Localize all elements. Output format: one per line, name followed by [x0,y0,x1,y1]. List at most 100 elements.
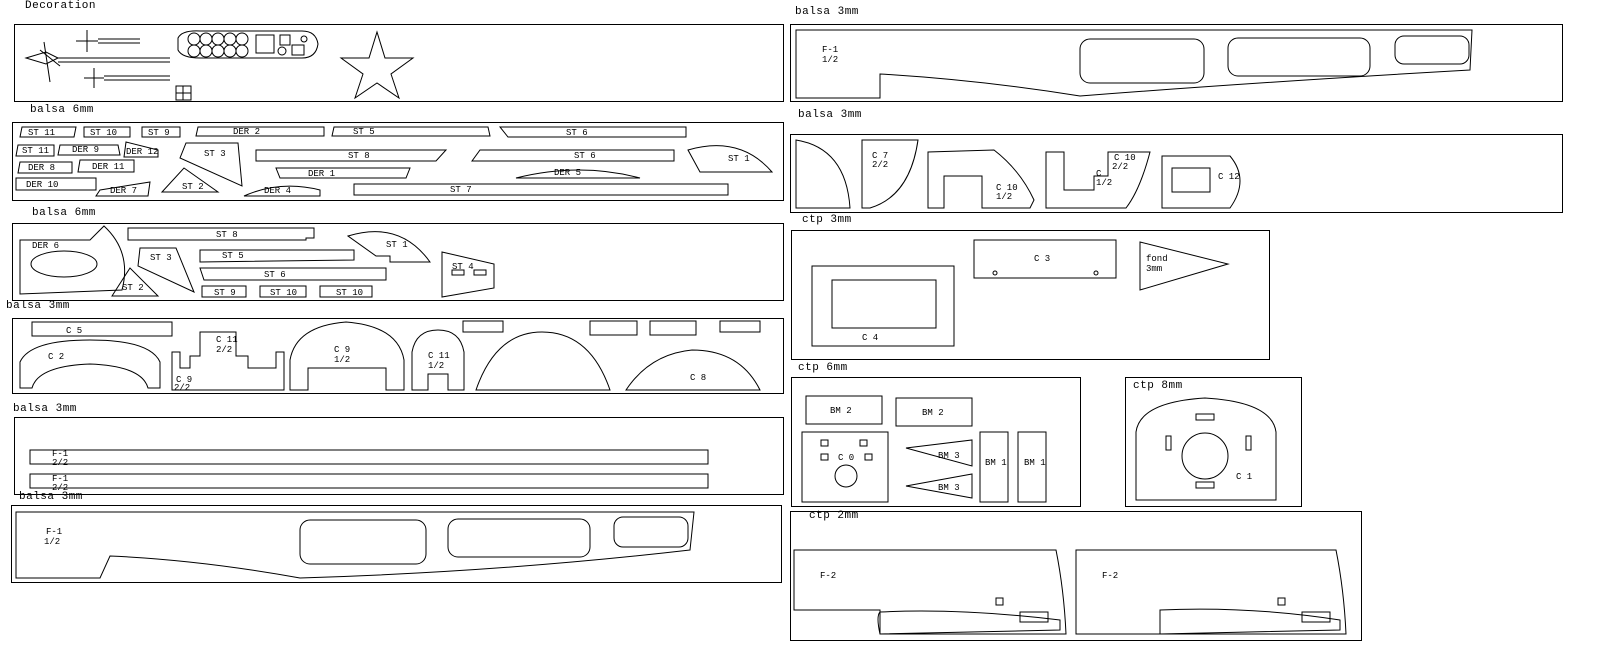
balsa-3mm-right-frames-outlines [795,139,1241,209]
part-label: C 2 [48,352,64,362]
part-label: ST 5 [222,251,244,261]
ctp-3mm-outlines [811,239,1230,347]
part-label: DER 8 [28,163,55,173]
part-label: C 12 [1218,172,1240,182]
sheet-balsa-3mm-f1-right [790,24,1563,102]
part-label: F-1 [822,45,838,55]
part-label: 2/2 [872,160,888,170]
part-label: F-1 [52,449,68,459]
part-label: BM 2 [830,406,852,416]
part-label: C 9 [334,345,350,355]
sheet-ctp-6mm [791,377,1081,507]
part-label: DER 4 [264,186,291,196]
part-label: ST 6 [566,128,588,138]
part-label: ST 3 [150,253,172,263]
part-label: ST 3 [204,149,226,159]
balsa-6mm-mid-outlines [19,225,495,298]
part-label: DER 11 [92,162,124,172]
part-label: ST 11 [22,146,49,156]
part-label: DER 6 [32,241,59,251]
part-label: F-1 [52,474,68,484]
part-label: 1/2 [334,355,350,365]
sheet-title-balsa-3mm-f1-right: balsa 3mm [795,6,859,18]
part-label: 2/2 [52,483,68,493]
balsa-3mm-frames-outlines [19,320,761,391]
sheet-balsa-3mm-f1-left [11,505,782,583]
sheet-balsa-3mm-right-frames [790,134,1563,213]
part-label: C 5 [66,326,82,336]
part-label: DER 9 [72,145,99,155]
part-label: ST 10 [90,128,117,138]
part-label: DER 10 [26,180,58,190]
part-label: BM 3 [938,483,960,493]
part-label: 2/2 [216,345,232,355]
part-label: C 7 [872,151,888,161]
part-label: ST 11 [28,128,55,138]
part-label: 2/2 [174,383,190,393]
sheet-ctp-8mm [1125,377,1302,507]
part-label: DER 7 [110,186,137,196]
sheet-balsa-3mm-frames [12,318,784,394]
sheet-title-balsa-3mm-right-frames: balsa 3mm [798,109,862,121]
sheet-title-ctp-2mm: ctp 2mm [809,510,859,522]
sheet-ctp-2mm [790,511,1362,641]
part-label: 2/2 [52,458,68,468]
decoration-art [24,30,415,101]
part-label: ST 2 [182,182,204,192]
part-label: 1/2 [44,537,60,547]
part-label: C 0 [838,453,854,463]
sheet-balsa-3mm-strips [14,417,784,495]
part-label: DER 1 [308,169,335,179]
part-label: ST 1 [386,240,408,250]
part-label: ST 6 [264,270,286,280]
part-label: ST 8 [216,230,238,240]
part-label: C 3 [1034,254,1050,264]
part-label: 1/2 [1096,178,1112,188]
part-label: F-2 [820,571,836,581]
part-label: ST 8 [348,151,370,161]
part-label: BM 3 [938,451,960,461]
sheet-balsa-6mm-top [12,122,784,201]
part-label: BM 1 [1024,458,1046,468]
balsa-3mm-f1-right-outlines [795,29,1473,99]
part-label: ST 10 [336,288,363,298]
balsa-3mm-strips-outlines [29,449,709,489]
part-label: C 9 [176,375,192,385]
part-label: F-1 [46,527,62,537]
sheet-title-ctp-3mm: ctp 3mm [802,214,852,226]
sheet-title-balsa-6mm-mid: balsa 6mm [32,207,96,219]
part-label: C 11 [216,335,238,345]
part-label: ST 1 [728,154,750,164]
sheet-title-decoration: Decoration [25,0,97,12]
part-label: DER 5 [554,168,581,178]
part-label: DER 2 [233,127,260,137]
part-label: C 8 [690,373,706,383]
part-label: 1/2 [428,361,444,371]
sheet-title-balsa-3mm-strips: balsa 3mm [13,403,77,415]
part-label: 1/2 [822,55,838,65]
sheet-balsa-6mm-mid [12,223,784,301]
part-label: BM 2 [922,408,944,418]
sheet-title-ctp-8mm: ctp 8mm [1133,380,1183,392]
part-label: ST 5 [353,127,375,137]
part-label: fond [1146,254,1168,264]
ctp-6mm-outlines [801,395,1047,503]
sheet-title-balsa-6mm-top: balsa 6mm [30,104,94,116]
part-label: 3mm [1146,264,1162,274]
part-label: 1/2 [996,192,1012,202]
part-label: F-2 [1102,571,1118,581]
part-label: C [1096,169,1102,179]
ctp-8mm-outlines [1135,397,1277,501]
part-label: ST 7 [450,185,472,195]
part-label: ST 4 [452,262,474,272]
sheet-title-ctp-6mm: ctp 6mm [798,362,848,374]
part-label: ST 2 [122,283,144,293]
part-label: 2/2 [1112,162,1128,172]
part-label: BM 1 [985,458,1007,468]
part-label: ST 6 [574,151,596,161]
part-label: ST 9 [214,288,236,298]
ctp-2mm-outlines [793,549,1347,635]
part-label: ST 10 [270,288,297,298]
part-label: C 11 [428,351,450,361]
